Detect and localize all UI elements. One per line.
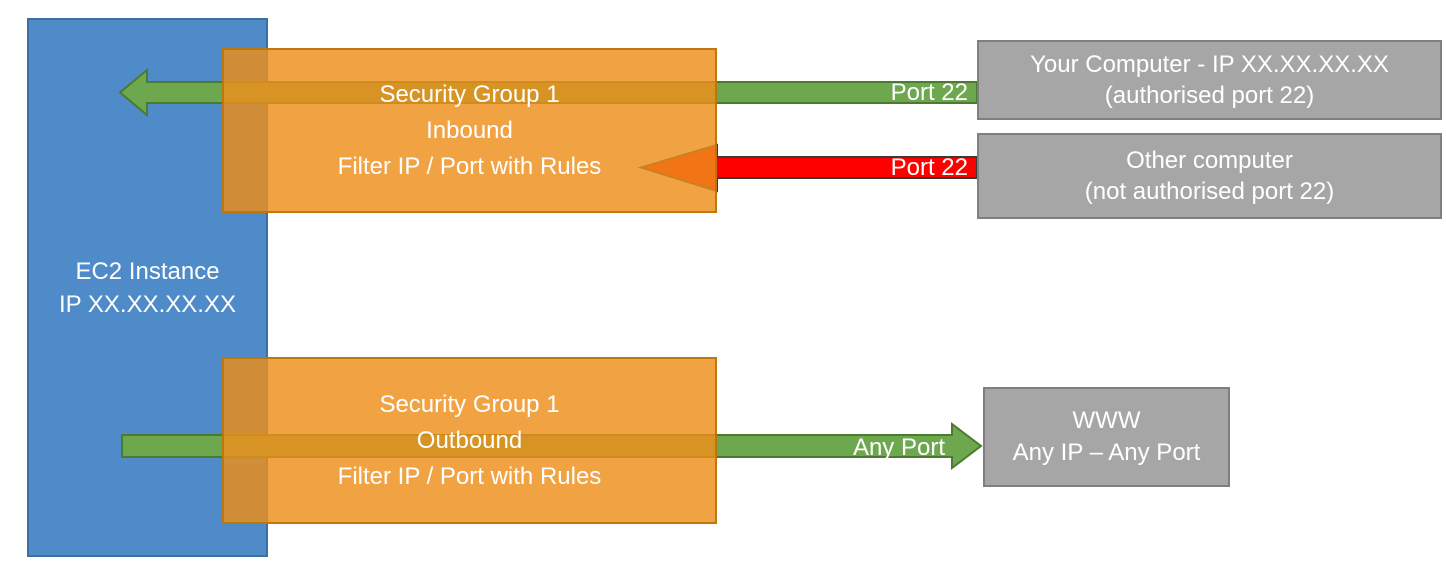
inbound-allowed-port-label: Port 22 bbox=[890, 79, 968, 106]
outbound-port-label: Any Port bbox=[852, 434, 945, 461]
security-group-outbound-title: Security Group 1 bbox=[379, 390, 560, 418]
your-computer-box: Your Computer - IP XX.XX.XX.XX (authoris… bbox=[977, 40, 1442, 120]
your-computer-title: Your Computer - IP XX.XX.XX.XX bbox=[1030, 51, 1389, 78]
www-title: WWW bbox=[1072, 407, 1141, 434]
security-group-inbound-direction: Inbound bbox=[426, 116, 513, 144]
ec2-instance-name: EC2 Instance bbox=[75, 257, 220, 285]
security-group-inbound-description: Filter IP / Port with Rules bbox=[337, 152, 602, 180]
ec2-instance-ip: IP XX.XX.XX.XX bbox=[59, 290, 236, 318]
other-computer-subtitle: (not authorised port 22) bbox=[1084, 178, 1335, 205]
security-group-inbound-title: Security Group 1 bbox=[379, 80, 560, 108]
security-group-outbound-box: Security Group 1 Outbound Filter IP / Po… bbox=[222, 357, 717, 524]
your-computer-subtitle: (authorised port 22) bbox=[1104, 82, 1315, 109]
security-group-outbound-direction: Outbound bbox=[416, 426, 523, 454]
security-group-inbound-box: Security Group 1 Inbound Filter IP / Por… bbox=[222, 48, 717, 213]
www-box: WWW Any IP – Any Port bbox=[983, 387, 1230, 487]
inbound-blocked-port-label: Port 22 bbox=[890, 154, 968, 181]
other-computer-title: Other computer bbox=[1126, 147, 1293, 174]
other-computer-box: Other computer (not authorised port 22) bbox=[977, 133, 1442, 219]
www-subtitle: Any IP – Any Port bbox=[1012, 439, 1201, 466]
security-group-outbound-description: Filter IP / Port with Rules bbox=[337, 462, 602, 490]
